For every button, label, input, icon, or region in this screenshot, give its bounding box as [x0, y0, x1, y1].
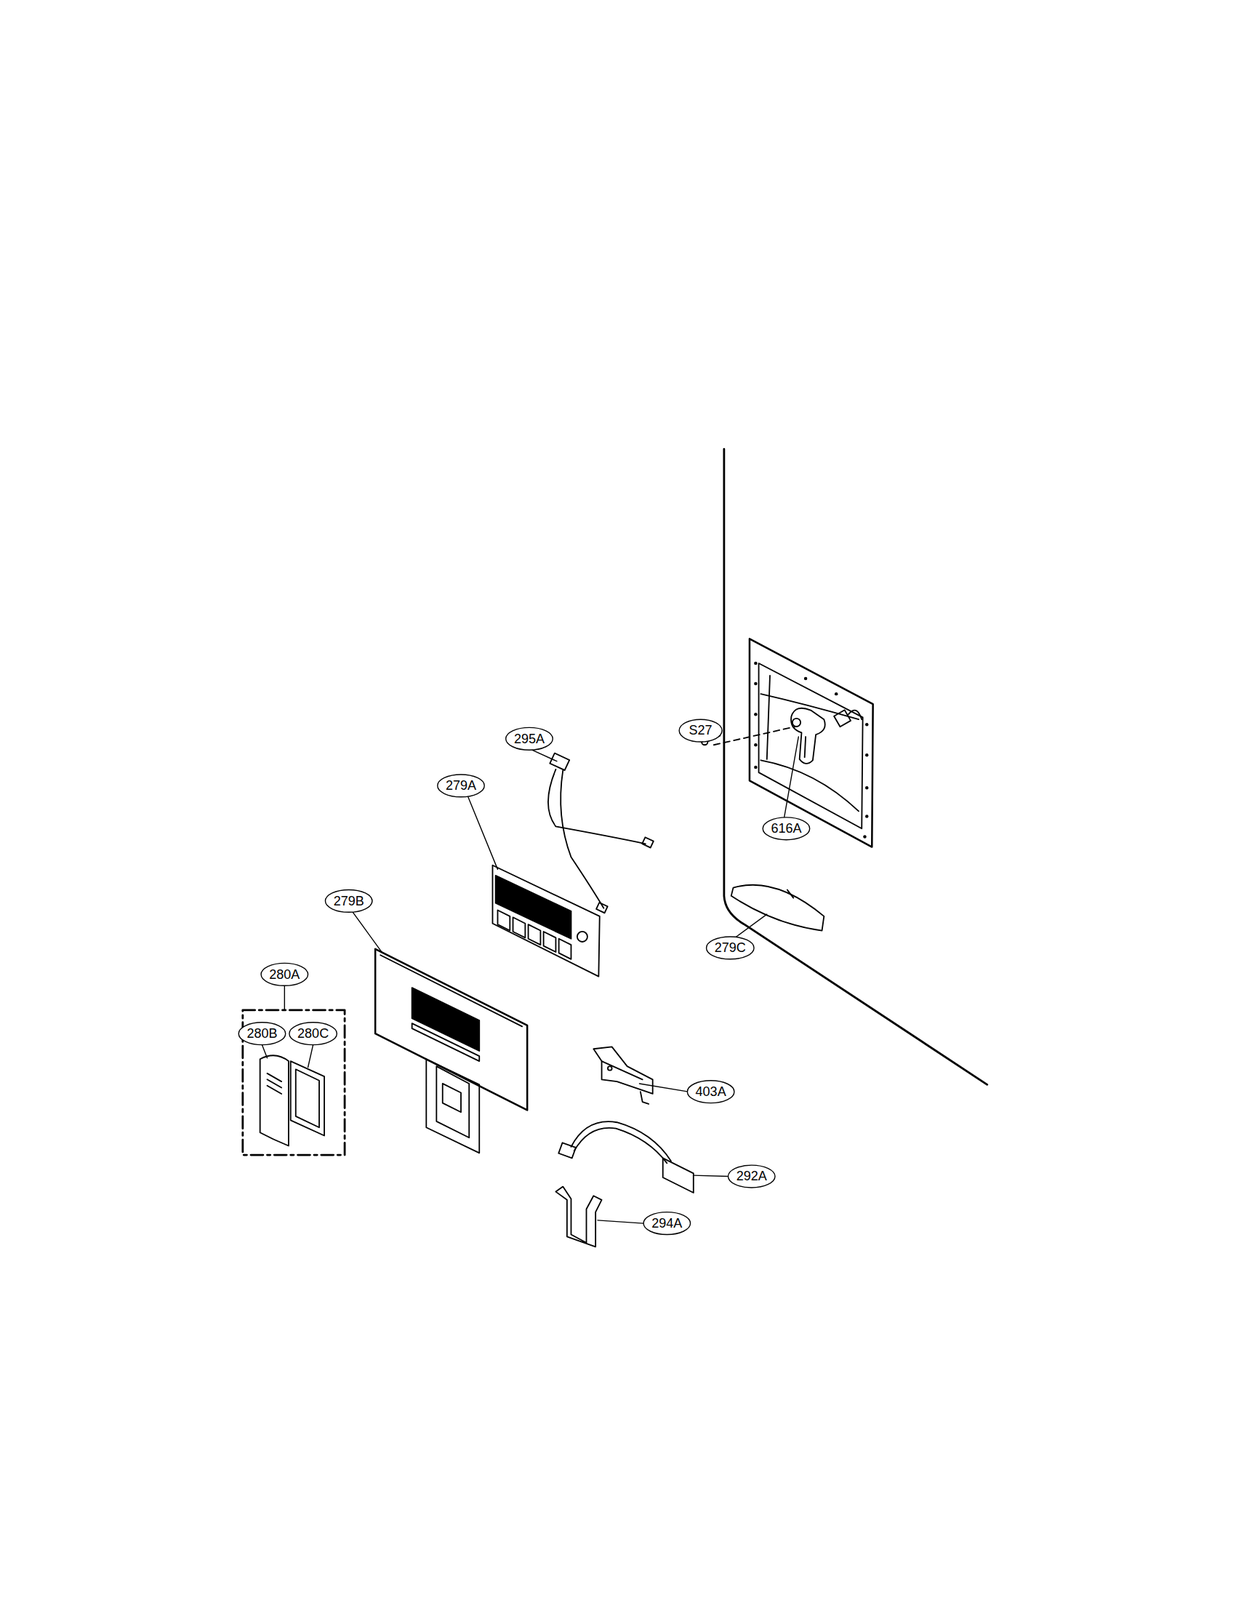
cover	[260, 1054, 289, 1146]
sensor-harness	[558, 1121, 694, 1193]
callout-ellipse	[506, 727, 553, 750]
callout-number: 280B	[246, 1025, 278, 1040]
callout-ellipse	[261, 962, 308, 986]
callout-ellipse	[706, 936, 754, 959]
callout-number: 295A	[514, 730, 545, 746]
callout-label: 279B	[333, 893, 365, 908]
callout-ellipse	[687, 1080, 734, 1103]
callout-number: 279B	[333, 892, 365, 908]
callout-ellipse	[728, 1164, 776, 1188]
callout-label: 279A	[445, 778, 477, 793]
callout-label: 279C	[714, 940, 746, 955]
dispenser-paddle	[731, 884, 825, 931]
callout-label: S27	[689, 723, 713, 738]
callout-number: 280A	[269, 966, 300, 981]
callout-number: 294A	[651, 1214, 682, 1230]
callout-label: 280B	[246, 1025, 278, 1040]
callout-label: 280A	[269, 966, 300, 981]
callout-label: 295A	[514, 731, 545, 746]
callout-number: 280C	[297, 1025, 329, 1040]
assembly-group	[242, 1009, 345, 1155]
bracket	[555, 1186, 602, 1247]
callout-label: 294A	[651, 1215, 682, 1230]
callout-ellipse	[679, 719, 722, 742]
callout-ellipse	[437, 774, 485, 797]
callout-number: S27	[689, 722, 713, 738]
callout-label: 616A	[770, 820, 802, 835]
frame	[290, 1060, 325, 1135]
micro-switch	[593, 1046, 653, 1104]
control-board	[492, 865, 600, 977]
lever-bracket	[791, 708, 826, 764]
callout-label: 403A	[695, 1084, 727, 1098]
door-outline	[724, 448, 988, 1085]
callout-number: 279C	[714, 940, 746, 955]
callout-ellipse	[643, 1212, 690, 1235]
callout-number: 279A	[445, 777, 477, 793]
callout-ellipse	[289, 1022, 337, 1045]
callout-number: 616A	[770, 820, 802, 835]
callout-ellipse	[238, 1022, 286, 1045]
callout-ellipse	[324, 889, 372, 912]
wire-harness	[548, 753, 654, 914]
callout-number: 292A	[736, 1168, 768, 1183]
leader-lines	[261, 736, 799, 1223]
dispenser-recess	[749, 638, 874, 847]
callout-label: 292A	[736, 1169, 768, 1183]
callout-number: 403A	[695, 1083, 727, 1098]
display-panel	[375, 948, 528, 1154]
callout-ellipse	[762, 817, 810, 840]
callout-label: 280C	[297, 1025, 329, 1040]
